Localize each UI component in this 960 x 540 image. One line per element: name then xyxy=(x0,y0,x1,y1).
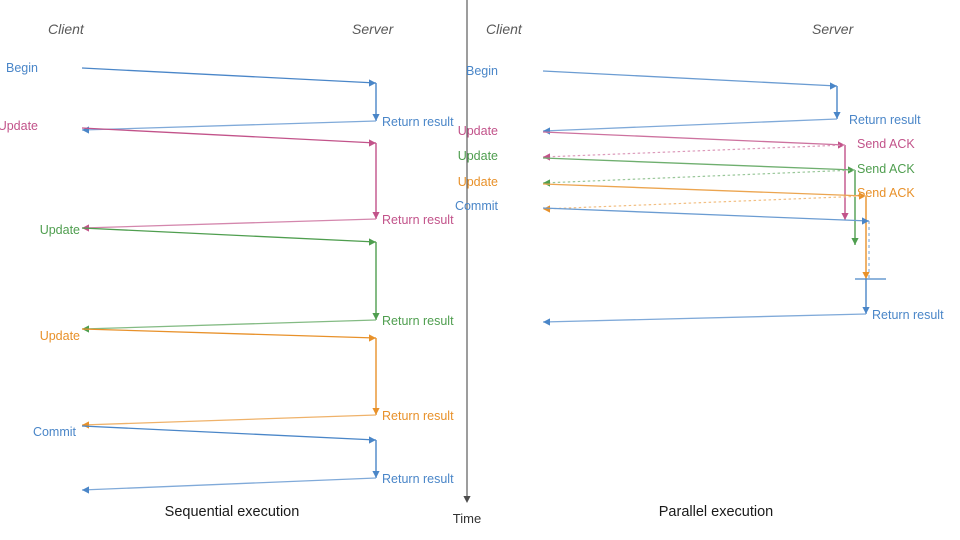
lane-title-client-sequential: Client xyxy=(48,21,85,37)
message-arrowhead xyxy=(369,436,376,444)
message-arrow-request xyxy=(81,227,377,243)
message-label: Return result xyxy=(382,314,454,328)
message-arrow-response xyxy=(542,313,867,323)
message-arrow-request xyxy=(542,70,838,87)
activation-arrowhead xyxy=(851,238,859,245)
time-axis-label: Time xyxy=(453,511,481,526)
message-label: Return result xyxy=(382,213,454,227)
activation-arrowhead xyxy=(372,114,380,121)
message-arrowhead xyxy=(848,166,855,174)
panel-caption-sequential: Sequential execution xyxy=(165,504,300,520)
lane-title-client-parallel: Client xyxy=(486,21,523,37)
message-arrow-response xyxy=(81,218,377,229)
lane-title-server-sequential: Server xyxy=(352,21,395,37)
message-label: Return result xyxy=(382,472,454,486)
message-arrow-request xyxy=(542,183,867,197)
message-arrowhead xyxy=(838,141,845,149)
lane-title-server-parallel: Server xyxy=(812,21,855,37)
message-label: Update xyxy=(40,223,80,237)
message-arrowhead xyxy=(543,127,550,135)
message-label: Update xyxy=(0,119,38,133)
message-arrow-ack xyxy=(542,144,846,158)
message-arrow-ack xyxy=(542,169,856,184)
message-arrowhead xyxy=(543,179,550,187)
message-arrow-request xyxy=(81,67,377,84)
message-label: Commit xyxy=(33,425,77,439)
message-label: Update xyxy=(40,329,80,343)
message-arrowhead xyxy=(82,486,89,494)
message-label: Commit xyxy=(455,199,499,213)
message-arrowhead xyxy=(862,217,869,225)
activation-arrowhead xyxy=(833,112,841,119)
message-arrow-response xyxy=(542,118,838,132)
message-arrow-request xyxy=(542,157,856,171)
message-arrow-request xyxy=(81,425,377,441)
activation-arrowhead xyxy=(372,212,380,219)
activation-arrowhead xyxy=(862,272,870,279)
message-arrowhead xyxy=(859,192,866,200)
message-label: Update xyxy=(458,149,498,163)
message-arrowhead xyxy=(543,153,550,161)
message-arrow-request xyxy=(81,328,377,339)
panel-caption-parallel: Parallel execution xyxy=(659,504,773,520)
message-arrow-request xyxy=(542,131,846,146)
message-label: Begin xyxy=(6,61,38,75)
message-label: Update xyxy=(458,124,498,138)
message-arrowhead xyxy=(82,421,89,429)
message-label: Return result xyxy=(382,115,454,129)
message-arrow-request xyxy=(81,127,377,144)
message-arrow-response xyxy=(81,414,377,426)
message-arrow-response xyxy=(81,477,377,491)
message-arrowhead xyxy=(369,334,376,342)
message-arrowhead xyxy=(369,238,376,246)
message-arrowhead xyxy=(830,82,837,90)
message-arrowhead xyxy=(543,318,550,326)
message-arrowhead xyxy=(369,79,376,87)
time-axis-arrowhead xyxy=(463,496,471,503)
message-label: Begin xyxy=(466,64,498,78)
message-label: Return result xyxy=(382,409,454,423)
activation-arrowhead xyxy=(372,313,380,320)
message-label: Send ACK xyxy=(857,162,915,176)
message-label: Return result xyxy=(872,308,944,322)
activation-arrowhead xyxy=(372,408,380,415)
message-arrowhead xyxy=(543,205,550,213)
message-label: Update xyxy=(458,175,498,189)
message-arrowhead xyxy=(369,139,376,147)
message-arrow-response xyxy=(81,319,377,330)
activation-arrowhead xyxy=(841,213,849,220)
message-arrow-request xyxy=(542,207,870,222)
message-arrow-ack xyxy=(542,195,867,210)
message-label: Send ACK xyxy=(857,137,915,151)
message-arrow-response xyxy=(81,120,377,131)
message-label: Send ACK xyxy=(857,186,915,200)
activation-arrowhead xyxy=(862,307,870,314)
activation-arrowhead xyxy=(372,471,380,478)
message-label: Return result xyxy=(849,113,921,127)
